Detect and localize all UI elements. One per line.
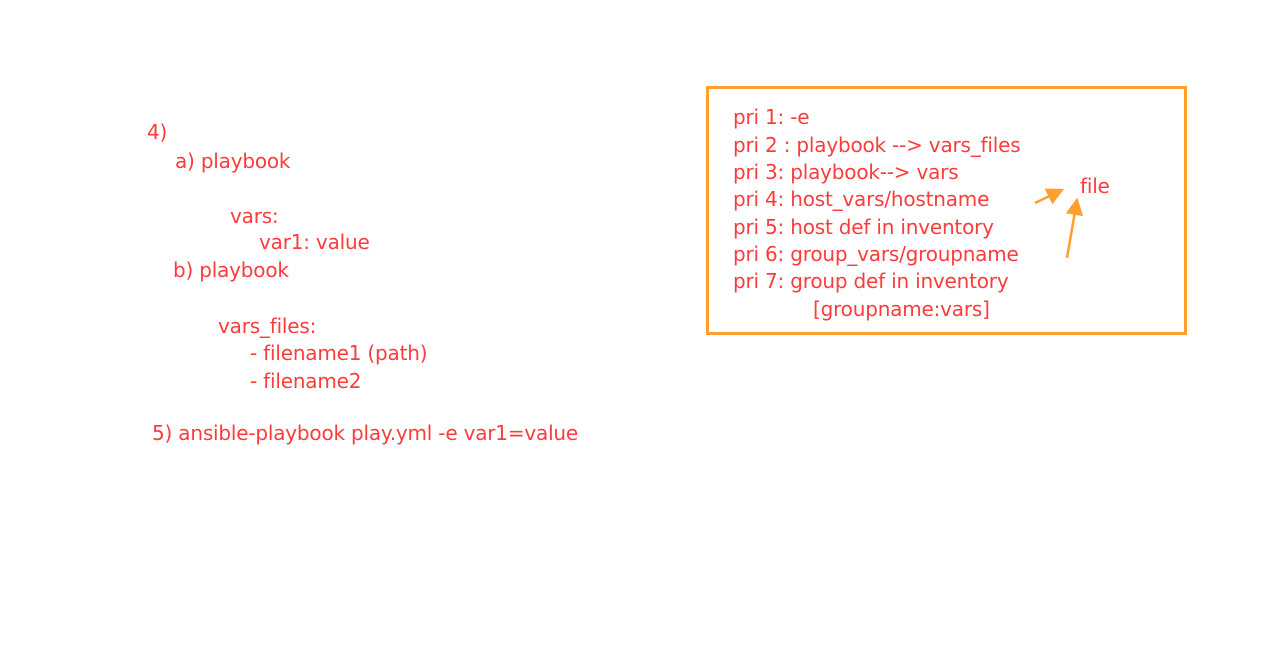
priority-line: pri 1: -e: [733, 105, 810, 129]
priority-line: pri 3: playbook--> vars: [733, 160, 959, 184]
priority-line: pri 2 : playbook --> vars_files: [733, 133, 1021, 157]
note-line: 4): [147, 120, 168, 144]
priority-line: pri 4: host_vars/hostname: [733, 187, 990, 211]
note-line: - filename2: [250, 369, 362, 393]
note-line: 5) ansible-playbook play.yml -e var1=val…: [152, 421, 579, 445]
note-line: b) playbook: [173, 258, 289, 282]
priority-line: pri 7: group def in inventory: [733, 269, 1009, 293]
priority-box: [706, 86, 1187, 335]
note-line: vars_files:: [218, 314, 317, 338]
priority-line: pri 5: host def in inventory: [733, 215, 994, 239]
file-annotation-label: file: [1080, 174, 1110, 198]
priority-line: [groupname:vars]: [813, 297, 990, 321]
note-line: vars:: [230, 204, 279, 228]
note-line: var1: value: [259, 230, 370, 254]
note-line: a) playbook: [175, 149, 291, 173]
priority-line: pri 6: group_vars/groupname: [733, 242, 1019, 266]
note-line: - filename1 (path): [250, 341, 428, 365]
